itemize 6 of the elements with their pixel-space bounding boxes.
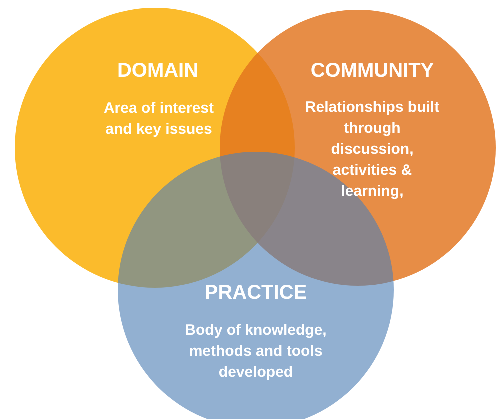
circle-heading: DOMAIN [116,60,200,83]
circle-description: Body of knowledge, methods and tools developed [184,321,328,383]
circle-description: Area of interest and key issues [102,99,216,140]
circle-heading: PRACTICE [204,282,308,305]
circle-description: Relationships built through discussion, activities & learning, [305,98,440,202]
circle-heading: COMMUNITY [310,60,436,83]
